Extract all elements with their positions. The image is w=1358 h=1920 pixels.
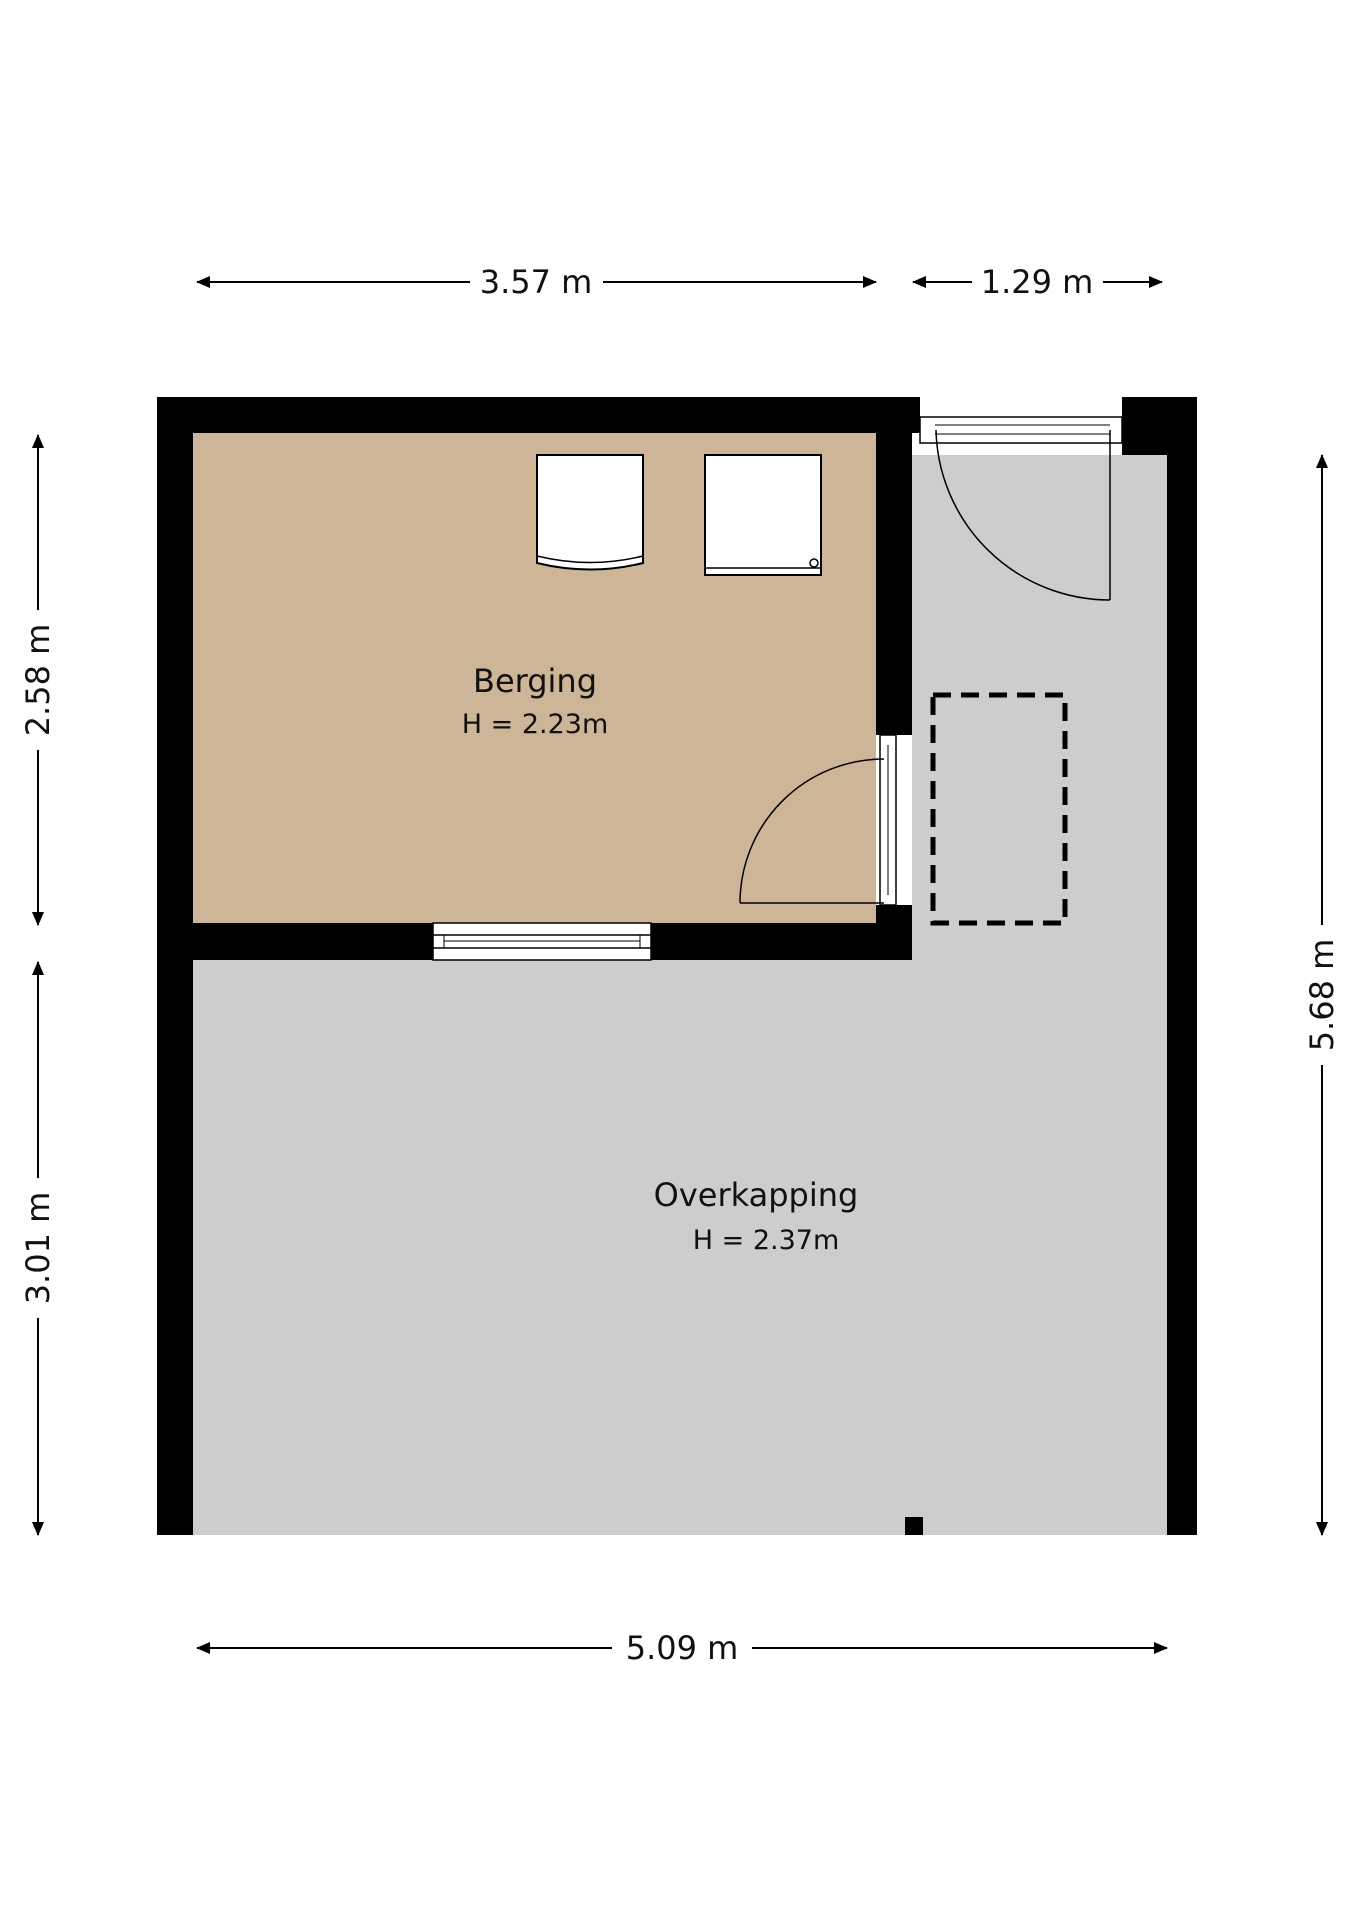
- dryer-icon: [704, 454, 822, 576]
- room-height-berging: H = 2.23m: [462, 709, 609, 740]
- walls: [157, 397, 1197, 1535]
- dim-label-left-lower: 3.01 m: [19, 1192, 57, 1305]
- dim-label-top-right: 1.29 m: [981, 263, 1094, 301]
- dim-label-left-upper: 2.58 m: [19, 624, 57, 737]
- door-swing-icon: [739, 734, 912, 906]
- room-name-berging: Berging: [473, 662, 597, 700]
- dimension-lines: [32, 276, 1328, 1654]
- door-swing-icon: [919, 416, 1123, 601]
- room-height-overkapping: H = 2.37m: [693, 1225, 840, 1256]
- dim-label-top-left: 3.57 m: [480, 263, 593, 301]
- dim-label-right: 5.68 m: [1303, 939, 1341, 1052]
- room-name-overkapping: Overkapping: [654, 1176, 859, 1214]
- dashed-fixture-icon: [930, 692, 1068, 926]
- window-icon: [432, 922, 652, 961]
- dim-label-bottom: 5.09 m: [626, 1629, 739, 1667]
- washing-machine-icon: [536, 454, 644, 571]
